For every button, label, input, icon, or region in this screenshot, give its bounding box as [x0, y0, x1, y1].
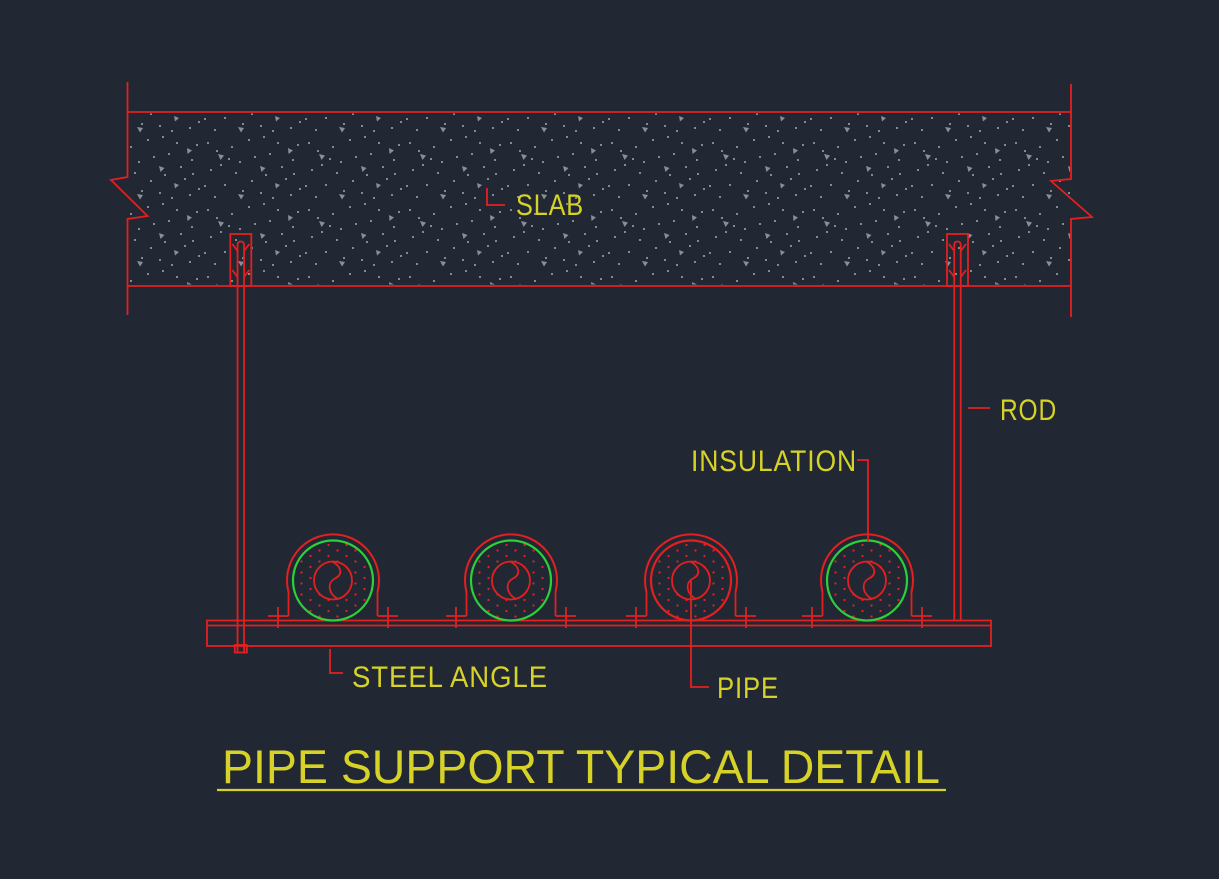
label-rod: ROD	[1000, 394, 1057, 427]
leader-insulation	[857, 459, 869, 541]
hanger-rod-left	[233, 256, 248, 654]
label-pipe: PIPE	[717, 672, 779, 705]
slab-concrete-hatch	[129, 113, 1070, 285]
label-steel-angle: STEEL ANGLE	[352, 661, 548, 694]
slab	[109, 82, 1095, 317]
steel-angle-bar	[206, 619, 992, 647]
leader-slab	[486, 188, 505, 206]
label-insulation: INSULATION	[691, 445, 857, 478]
leader-steel-angle	[329, 649, 343, 674]
pipe-assembly-4	[800, 533, 934, 630]
pipe-assembly-2	[444, 533, 578, 630]
break-symbol-left-icon	[109, 82, 150, 315]
break-symbol-right-icon	[1048, 84, 1095, 317]
label-slab: SLAB	[516, 189, 584, 222]
pipe-assembly-1	[266, 533, 400, 630]
leader-pipe	[690, 580, 709, 688]
drawing-title: PIPE SUPPORT TYPICAL DETAIL	[222, 740, 940, 793]
hanger-rod-right	[953, 256, 962, 621]
